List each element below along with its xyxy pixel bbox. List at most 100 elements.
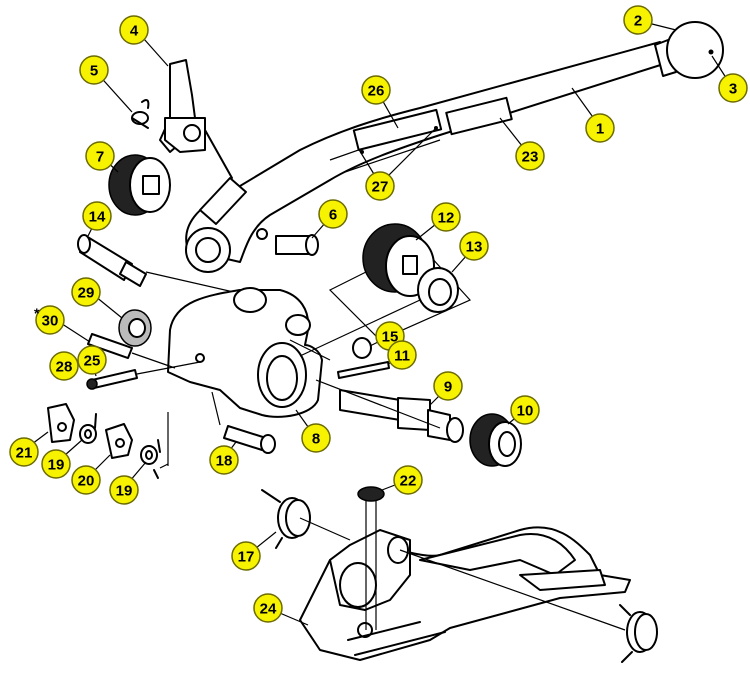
callout-label: 21 xyxy=(16,445,33,462)
callout-label: 12 xyxy=(438,210,455,227)
callout-label: 23 xyxy=(522,149,539,166)
callout-badge xyxy=(35,305,65,335)
callout-label: 27 xyxy=(372,179,389,196)
callout-20: 20 xyxy=(71,465,101,495)
callout-badge xyxy=(82,201,112,231)
callout-badge xyxy=(433,371,463,401)
callout-1: 1 xyxy=(585,113,615,143)
callout-5: 5 xyxy=(79,55,109,85)
callout-label: 20 xyxy=(78,473,95,490)
end-bushing xyxy=(469,413,522,467)
callout-21: 21 xyxy=(9,437,39,467)
callout-badge xyxy=(718,73,748,103)
callout-label: 8 xyxy=(312,431,320,448)
callout-24: 24 xyxy=(253,593,283,623)
callout-badge xyxy=(318,199,348,229)
callout-badge xyxy=(510,395,540,425)
callout-8: 8 xyxy=(301,423,331,453)
pin-11 xyxy=(337,361,390,379)
bushing xyxy=(417,267,459,313)
callout-label: 10 xyxy=(517,403,534,420)
callout-badge xyxy=(49,351,79,381)
callout-badge xyxy=(301,423,331,453)
callout-28: 28 xyxy=(49,351,79,381)
callout-label: 3 xyxy=(729,81,737,98)
callout-label: 13 xyxy=(466,239,483,256)
callout-label: 26 xyxy=(368,83,385,100)
callout-label: 22 xyxy=(400,473,417,490)
assembly-lines xyxy=(289,299,626,631)
callout-label: 24 xyxy=(260,601,277,618)
callout-badge xyxy=(387,340,417,370)
callout-badge xyxy=(361,75,391,105)
clip-21 xyxy=(47,403,75,443)
ratchet-wheel xyxy=(108,154,171,216)
drive-shaft xyxy=(339,389,464,443)
washer-19b xyxy=(140,439,161,479)
callout-label: 1 xyxy=(596,121,604,138)
callout-label: 19 xyxy=(48,457,65,474)
tensioner-body xyxy=(167,287,323,418)
callout-7: 7 xyxy=(85,141,115,171)
callout-label: 17 xyxy=(238,549,255,566)
callout-18: 18 xyxy=(209,445,239,475)
callout-label: 5 xyxy=(90,63,98,80)
callout-badge xyxy=(585,113,615,143)
callout-badge xyxy=(515,141,545,171)
callout-badge xyxy=(623,5,653,35)
callout-3: 3 xyxy=(718,73,748,103)
base-plate xyxy=(299,526,631,661)
latch-pawl xyxy=(159,59,233,179)
callout-badge xyxy=(459,231,489,261)
callout-11: 11 xyxy=(387,340,417,370)
clip-20 xyxy=(105,423,133,459)
callout-26: 26 xyxy=(361,75,391,105)
adjust-screw xyxy=(86,361,201,390)
callout-6: 6 xyxy=(318,199,348,229)
callout-badge xyxy=(231,541,261,571)
callout-label: 2 xyxy=(634,13,642,30)
assembly-line-tick xyxy=(159,463,169,469)
pin-22 xyxy=(357,486,385,630)
callout-19: 19 xyxy=(41,449,71,479)
callout-badge xyxy=(109,475,139,505)
callout-label: 30 xyxy=(42,313,59,330)
callout-badge xyxy=(365,171,395,201)
callout-badge xyxy=(79,55,109,85)
callout-label: 18 xyxy=(216,453,233,470)
callout-label: 29 xyxy=(78,285,95,302)
callout-badge xyxy=(85,141,115,171)
callout-badge xyxy=(71,465,101,495)
callout-label: 14 xyxy=(89,209,106,226)
pivot-pin xyxy=(275,234,319,256)
ring-15 xyxy=(352,337,372,359)
torsion-spring-17 xyxy=(261,489,311,549)
callout-badge xyxy=(253,593,283,623)
callout-2: 2 xyxy=(623,5,653,35)
callout-badge xyxy=(209,445,239,475)
callout-badge xyxy=(71,277,101,307)
asterisk-mark: * xyxy=(34,305,40,321)
bolt-18 xyxy=(211,391,276,454)
callout-4: 4 xyxy=(119,15,149,45)
callout-23: 23 xyxy=(515,141,545,171)
small-spring xyxy=(131,99,150,129)
callout-badge xyxy=(393,465,423,495)
callout-30: 30 xyxy=(35,305,65,335)
callout-22: 22 xyxy=(393,465,423,495)
washer-19a xyxy=(79,413,97,444)
callout-badge xyxy=(9,437,39,467)
callout-label: 4 xyxy=(130,23,139,40)
torsion-spring-right xyxy=(619,604,658,663)
callout-27: 27 xyxy=(365,171,395,201)
callout-label: 15 xyxy=(382,329,399,346)
callout-badge xyxy=(431,202,461,232)
washer-29 xyxy=(118,309,152,347)
callout-17: 17 xyxy=(231,541,261,571)
callout-badge xyxy=(41,449,71,479)
callout-25: 25 xyxy=(77,345,107,375)
callout-10: 10 xyxy=(510,395,540,425)
handle-knob xyxy=(654,21,724,79)
